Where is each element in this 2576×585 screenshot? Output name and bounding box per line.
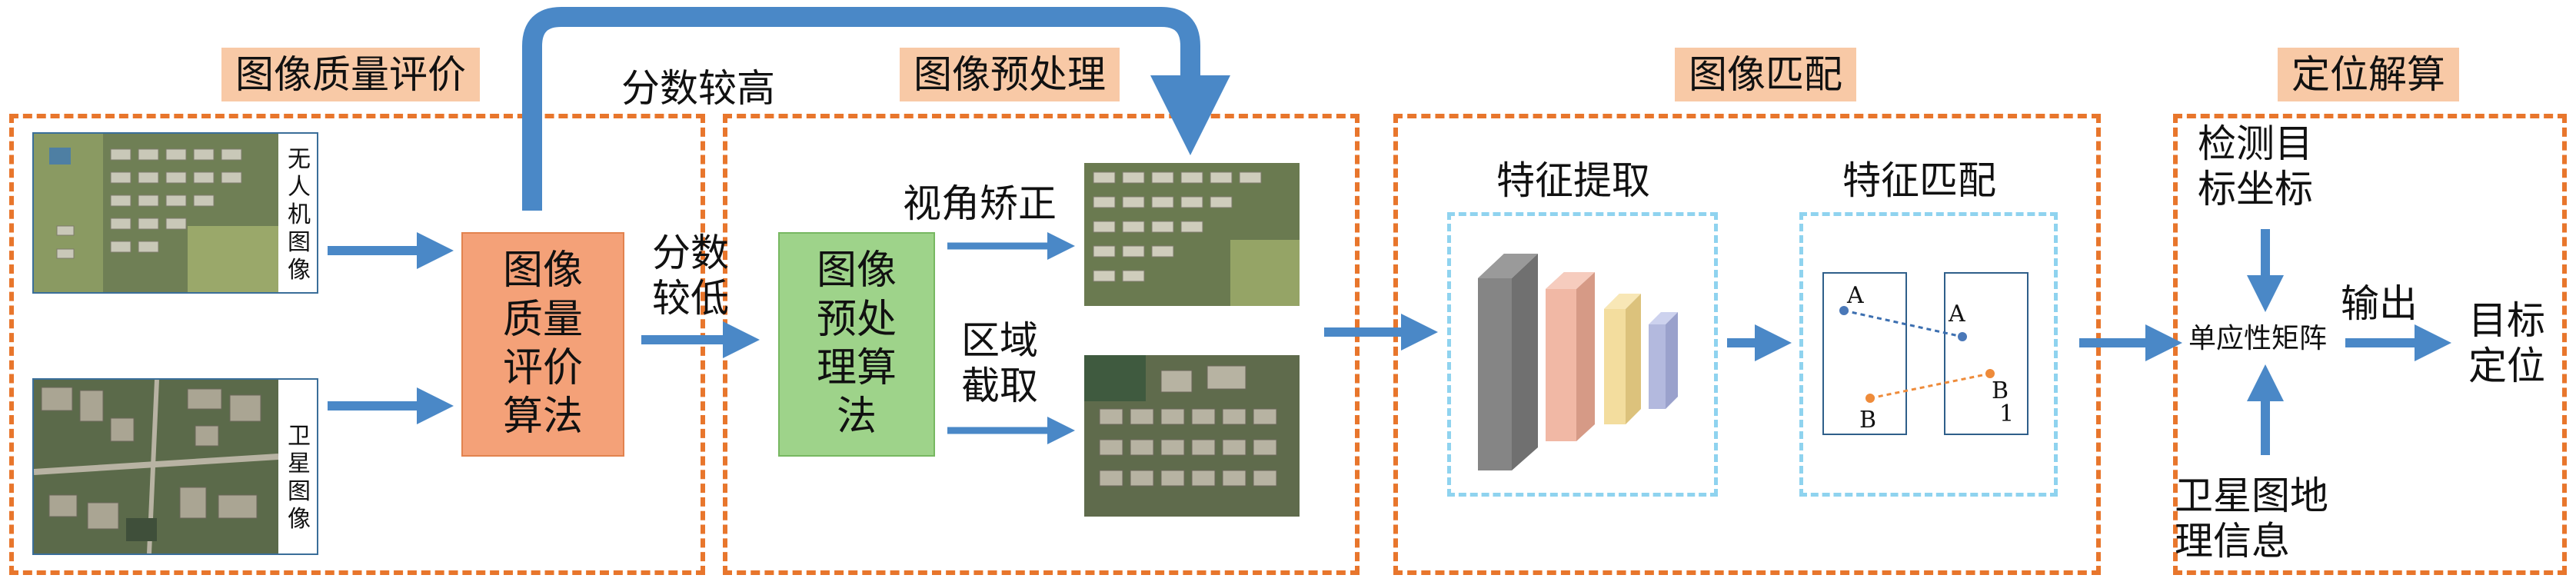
match-left-pane <box>1822 272 1907 435</box>
quality-assessment-box: 图像质量评价算法 <box>461 232 624 457</box>
feature-matching-frame <box>1799 212 2058 497</box>
point-label-b-left: B <box>1859 407 1877 434</box>
satellite-image-label: 卫星图像 <box>288 423 311 533</box>
cnn-feature-layers <box>1478 254 1678 470</box>
sat-geo-info-label: 卫星图地理信息 <box>2175 474 2328 563</box>
uav-image-frame: 无人机图像 <box>32 132 318 294</box>
low-score-label: 分数较低 <box>652 231 729 321</box>
corrected-image <box>1084 163 1300 306</box>
match-right-pane <box>1944 272 2029 435</box>
view-correction-label: 视角矫正 <box>903 181 1057 226</box>
satellite-image <box>34 380 278 553</box>
preprocess-algorithm-box: 图像预处理算法 <box>778 232 935 457</box>
homography-label: 单应性矩阵 <box>2188 323 2328 354</box>
feature-matching-title: 特征匹配 <box>1842 158 1996 203</box>
high-score-label: 分数较高 <box>621 66 775 111</box>
satellite-image-frame: 卫星图像 <box>32 378 318 555</box>
point-label-one: 1 <box>1999 401 2015 427</box>
arrow-high-score-bypass <box>522 7 1230 211</box>
point-label-a-right: A <box>1949 301 1965 327</box>
stage-label-positioning: 定位解算 <box>2278 48 2459 101</box>
uav-image-label: 无人机图像 <box>288 146 311 284</box>
preprocess-algorithm-label: 图像预处理算法 <box>816 248 897 440</box>
feature-extraction-title: 特征提取 <box>1496 158 1650 203</box>
stage-label-quality: 图像质量评价 <box>221 48 480 101</box>
region-crop-label: 区域截取 <box>961 318 1038 408</box>
point-label-a-left: A <box>1847 282 1864 309</box>
stage-label-matching: 图像匹配 <box>1675 48 1856 101</box>
stage-label-preprocess: 图像预处理 <box>900 48 1120 101</box>
uav-aerial-image <box>34 134 278 292</box>
quality-assessment-label: 图像质量评价算法 <box>502 248 583 440</box>
cropped-image <box>1084 355 1300 517</box>
detect-target-coord-label: 检测目标坐标 <box>2198 121 2313 211</box>
output-label: 输出 <box>2341 281 2418 326</box>
feature-extraction-frame <box>1447 212 1718 497</box>
point-label-b-right: B <box>1992 377 2009 404</box>
target-location-label: 目标定位 <box>2468 298 2545 388</box>
match-lines <box>1839 306 1995 403</box>
